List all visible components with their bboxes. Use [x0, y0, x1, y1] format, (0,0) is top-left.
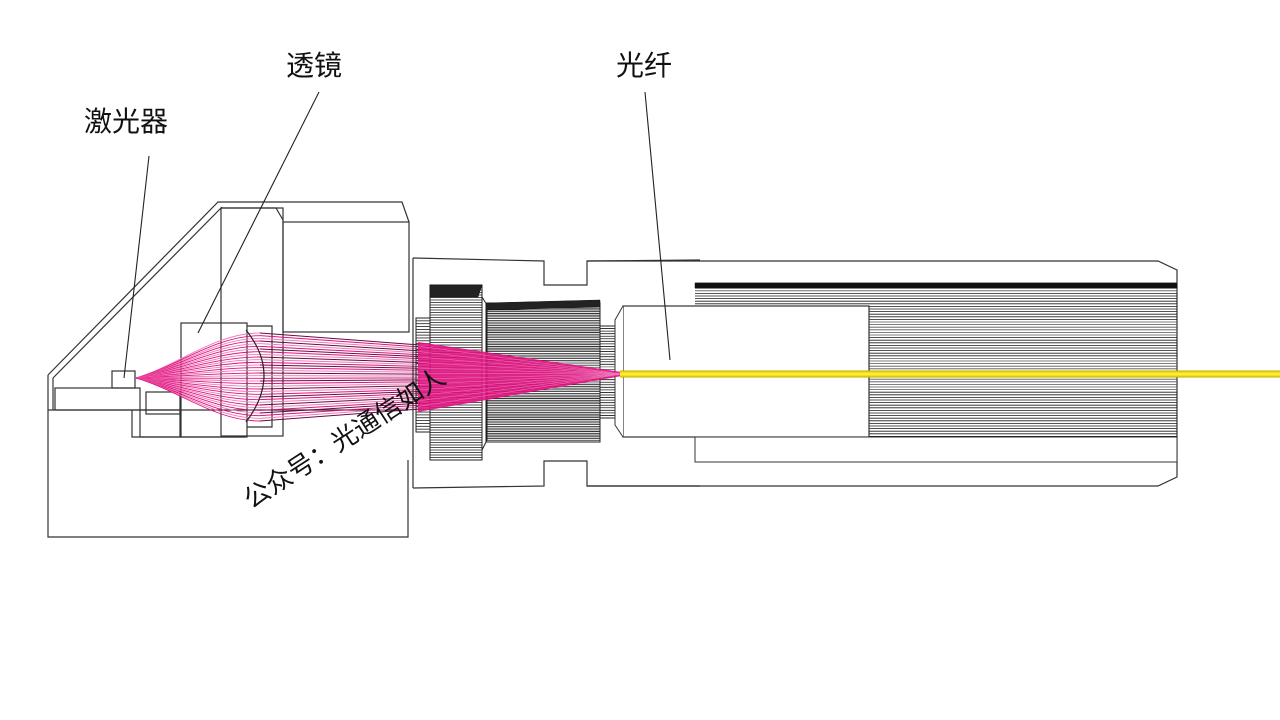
beam-ray	[259, 383, 421, 387]
label-lens: 透镜	[286, 49, 343, 82]
beam-ray	[259, 396, 421, 406]
beam-ray	[259, 398, 421, 409]
beam-ray	[259, 364, 421, 369]
beam-ray	[259, 381, 421, 385]
beam-ray	[259, 367, 421, 371]
beam-ray	[259, 348, 421, 358]
focus-ray	[417, 373, 623, 402]
focus-ray	[417, 373, 623, 391]
ring-main-top-band	[429, 284, 483, 298]
upper-block	[282, 221, 410, 333]
focus-ray	[417, 367, 623, 375]
beam-ray	[259, 379, 421, 382]
connector-top-band	[694, 282, 1178, 289]
beam-ray	[259, 389, 421, 395]
laser-beam-focus-cone	[417, 342, 623, 412]
focus-ray	[417, 373, 623, 385]
laser-beam-collimated	[259, 332, 421, 422]
beam-ray	[259, 345, 421, 356]
beam-ray	[259, 356, 421, 363]
beam-ray	[259, 404, 421, 417]
focus-ray	[417, 351, 623, 375]
leader-line-lens	[197, 91, 320, 334]
beam-ray	[259, 353, 421, 362]
beam-ray	[135, 377, 261, 422]
label-laser: 激光器	[84, 105, 169, 138]
laser-chip	[111, 370, 136, 389]
focus-ray	[417, 373, 623, 380]
beam-ray	[259, 359, 421, 365]
laser-beam-diverging	[135, 332, 261, 422]
beam-ray	[259, 361, 421, 367]
beam-ray	[259, 385, 421, 390]
laser-mount	[54, 387, 141, 411]
sleeve-top-band	[485, 299, 601, 311]
beam-ray	[259, 394, 421, 403]
label-fiber: 光纤	[616, 49, 673, 82]
focus-ray	[417, 362, 623, 375]
leader-line-laser	[123, 155, 150, 379]
beam-ray	[259, 332, 421, 346]
leader-line-fiber	[644, 91, 671, 361]
lens-curved-surface	[245, 329, 265, 423]
focus-ray	[417, 373, 623, 407]
beam-ray	[259, 335, 421, 348]
focus-ray	[417, 373, 623, 396]
beam-ray	[259, 369, 421, 373]
beam-ray	[259, 400, 421, 411]
beam-ray	[259, 340, 421, 352]
beam-ray	[259, 392, 421, 401]
beam-ray	[259, 402, 421, 414]
beam-ray	[259, 391, 421, 398]
beam-ray	[259, 351, 421, 360]
housing-outline	[47, 375, 409, 538]
focus-ray	[417, 345, 623, 375]
beam-ray	[259, 387, 421, 393]
focus-ray	[417, 356, 623, 375]
beam-ray	[259, 337, 421, 350]
focus-ray	[417, 373, 623, 375]
housing-top-bevel	[47, 201, 410, 376]
beam-ray	[259, 372, 421, 375]
optical-fiber	[620, 370, 1280, 378]
beam-ray	[259, 408, 421, 422]
beam-ray	[259, 406, 421, 419]
beam-ray	[259, 343, 421, 354]
leader-lines	[123, 91, 671, 379]
